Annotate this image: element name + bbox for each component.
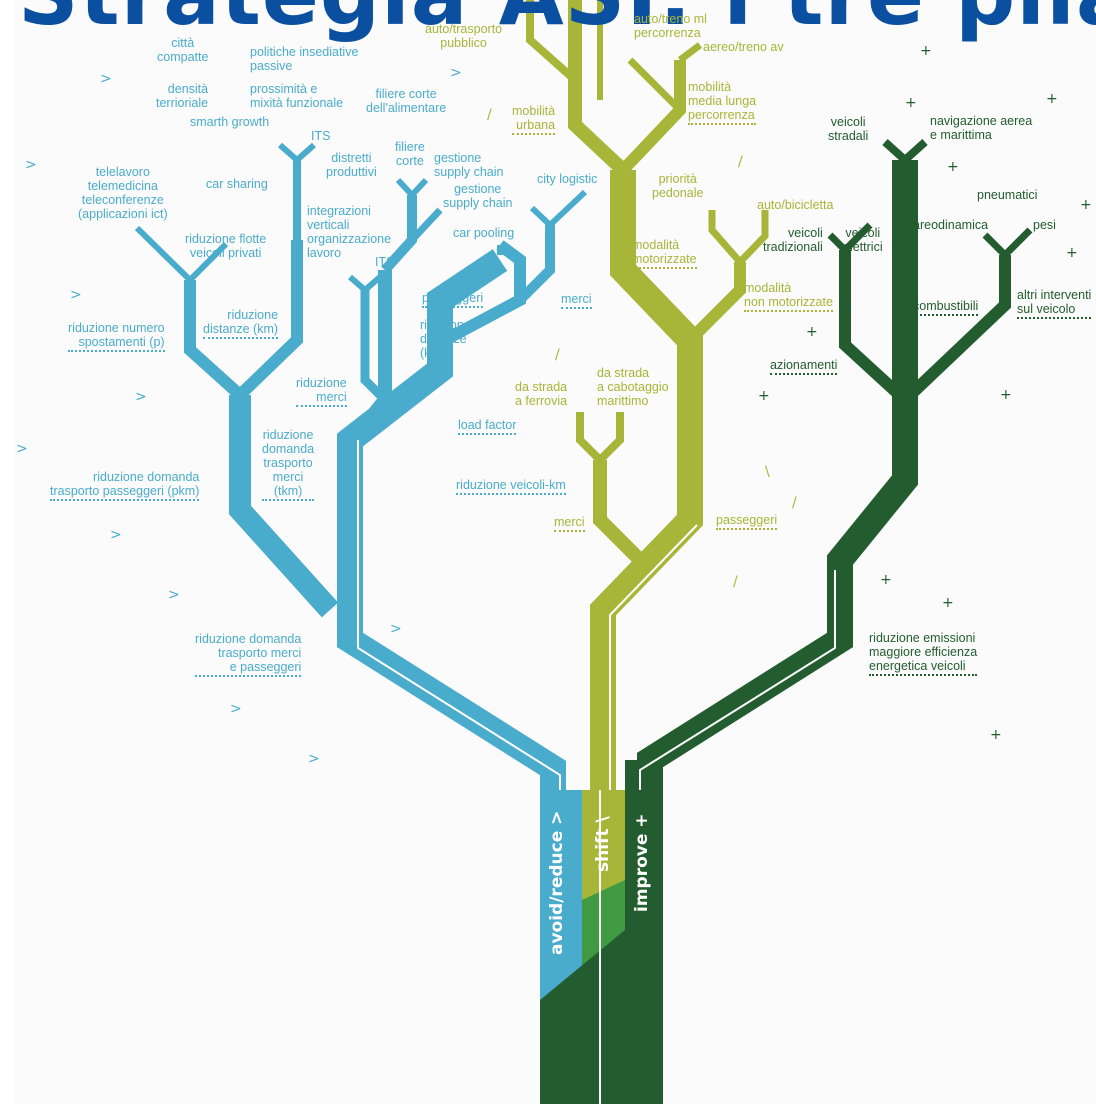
label-telelavoro: telelavoro telemedicina teleconferenze (… [78, 165, 168, 221]
deco-plus: + [920, 43, 932, 59]
deco-arrow: > [390, 621, 402, 637]
deco-arrow: > [308, 751, 320, 767]
label-riduzione-flotte: riduzione flotte veicoli privati [185, 232, 267, 260]
label-car-pooling: car pooling [453, 226, 515, 240]
deco-plus: + [806, 324, 818, 340]
label-merci-shift: merci [554, 515, 585, 532]
label-veicoli-stradali: veicoli stradali [828, 115, 869, 143]
deco-slash: / [733, 574, 738, 590]
deco-plus: + [990, 727, 1002, 743]
label-azionamenti: azionamenti [770, 358, 838, 375]
label-veicoli-elettrici: veicoli elettrici [843, 226, 883, 254]
deco-slash: \ [765, 464, 770, 480]
label-combustibili: combustibili [913, 299, 979, 316]
deco-slash: / [792, 495, 797, 511]
deco-plus: + [1080, 197, 1092, 213]
label-riduzione-distanze: riduzione distanze (km) [203, 308, 279, 339]
deco-plus: + [905, 95, 917, 111]
label-strada-ferrovia: da strada a ferrovia [515, 380, 568, 408]
label-distretti: distretti produttivi [326, 151, 377, 179]
label-its-1: ITS [311, 129, 331, 143]
label-city-logistic: city logistic [537, 172, 598, 186]
label-politiche: politiche insediative passive [250, 45, 359, 73]
deco-arrow: > [450, 65, 462, 81]
deco-plus: + [947, 159, 959, 175]
label-pesi: pesi [1033, 218, 1056, 232]
label-pneumatici: pneumatici [977, 188, 1038, 202]
trunk-label-avoid: avoid/reduce > [547, 810, 567, 955]
trunk-label-shift: shift \ [593, 816, 613, 872]
label-merci: merci [561, 292, 592, 309]
label-smart-growth: smarth growth [190, 115, 270, 129]
deco-arrow: > [100, 71, 112, 87]
shift-branches [526, 0, 769, 900]
deco-plus: + [1066, 245, 1078, 261]
label-aereo-treno: aereo/treno av [703, 40, 784, 54]
page-title: Strategia ASI: i tre pilastri [18, 0, 1096, 44]
label-areodinamica: areodinamica [913, 218, 989, 232]
label-strada-cabotaggio: da strada a cabotaggio marittimo [597, 366, 669, 408]
label-riduzione-merci: riduzione merci [296, 376, 347, 407]
label-passeggeri: passeggeri [422, 291, 484, 308]
label-altri-interventi: altri interventi sul veicolo [1017, 288, 1092, 319]
deco-arrow: > [16, 441, 28, 457]
deco-arrow: > [70, 287, 82, 303]
label-filiere-alimentare: filiere corte dell'alimentare [366, 87, 447, 115]
deco-slash: / [738, 154, 743, 170]
deco-plus: + [1000, 387, 1012, 403]
deco-slash: / [487, 107, 492, 123]
label-passeggeri-shift: passeggeri [716, 513, 778, 530]
trunk-base [540, 760, 660, 1104]
label-riduzione-domanda-tkm: riduzione domanda trasporto merci (tkm) [262, 428, 315, 501]
label-citta-compatte: città compatte [157, 36, 209, 64]
label-prossimita: prossimità e mixità funzionale [250, 82, 344, 110]
deco-arrow: > [25, 157, 37, 173]
label-filiere-corte: filiere corte [395, 140, 425, 168]
label-navigazione: navigazione aerea e marittima [930, 114, 1033, 142]
label-auto-bicicletta: auto/bicicletta [757, 198, 834, 212]
deco-plus: + [942, 595, 954, 611]
label-mobilita-media: mobilità media lunga percorrenza [688, 80, 757, 125]
branch-outlines [357, 440, 836, 790]
label-riduzione-domanda-totale: riduzione domanda trasporto merci e pass… [195, 632, 302, 677]
deco-arrow: > [135, 389, 147, 405]
label-densita: densità terrioriale [156, 82, 209, 110]
label-its-2: ITS [375, 255, 395, 269]
label-veicoli-tradizionali: veicoli tradizionali [763, 226, 823, 254]
label-modalita-motorizzate: modalità motorizzate [632, 238, 697, 269]
deco-slash: / [555, 347, 560, 363]
deco-arrow: > [168, 587, 180, 603]
improve-branches [637, 139, 1033, 1104]
label-riduzione-veicoli-km: riduzione veicoli-km [456, 478, 566, 495]
label-riduzione-numero: riduzione numero spostamenti (p) [68, 321, 165, 352]
label-mobilita-urbana: mobilità urbana [512, 104, 556, 135]
label-riduzione-emissioni: riduzione emissioni maggiore efficienza … [869, 631, 978, 676]
label-riduzione-distanze-2: riduzione distanze (km) [420, 318, 471, 360]
avoid-branches [134, 142, 588, 790]
label-modalita-non-motorizzate: modalità non motorizzate [744, 281, 833, 312]
deco-plus: + [1046, 91, 1058, 107]
label-integrazioni: integrazioni verticali organizzazione la… [307, 204, 392, 260]
label-load-factor: load factor [458, 418, 517, 435]
label-auto-trasporto: auto/trasporto pubblico [425, 22, 503, 50]
deco-plus: + [758, 388, 770, 404]
label-priorita-pedonale: priorità pedonale [652, 172, 704, 200]
deco-arrow: > [110, 527, 122, 543]
label-riduzione-domanda-pkm: riduzione domanda trasporto passeggeri (… [50, 470, 200, 501]
label-auto-treno: auto/treno ml percorrenza [634, 12, 707, 40]
deco-plus: + [880, 572, 892, 588]
label-gestione-2: gestione supply chain [443, 182, 513, 210]
label-gestione-1: gestione supply chain [434, 151, 504, 179]
label-car-sharing: car sharing [206, 177, 268, 191]
deco-arrow: > [230, 701, 242, 717]
trunk-label-improve: improve + [632, 813, 652, 912]
